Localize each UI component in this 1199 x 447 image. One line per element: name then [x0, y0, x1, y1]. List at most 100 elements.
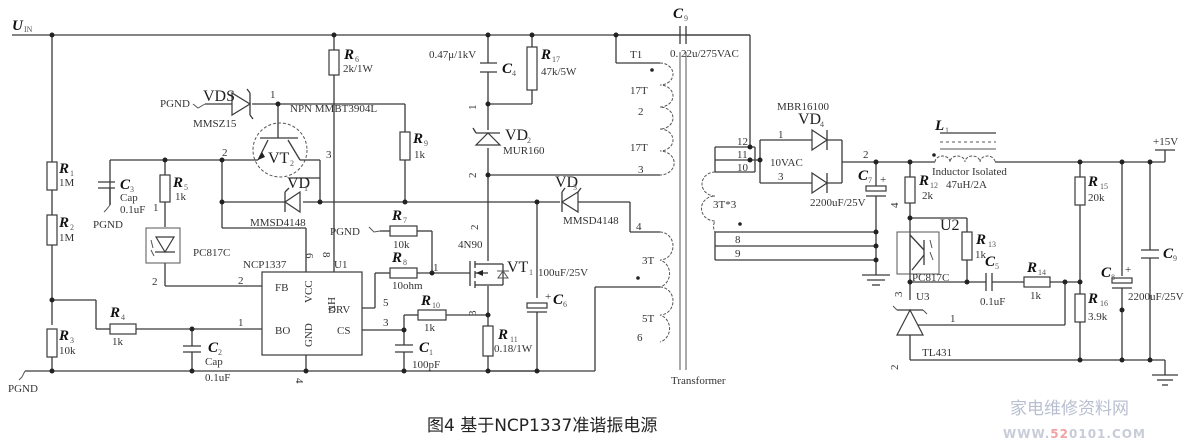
wires	[12, 34, 1166, 375]
svg-text:TL431: TL431	[922, 347, 952, 359]
svg-text:DRV: DRV	[328, 304, 350, 316]
svg-text:PC817C: PC817C	[912, 272, 949, 284]
svg-text:MUR160: MUR160	[503, 145, 545, 157]
svg-text:4: 4	[636, 221, 642, 233]
svg-text:10: 10	[737, 162, 749, 174]
svg-text:8: 8	[403, 258, 407, 267]
svg-text:1: 1	[529, 268, 533, 277]
svg-text:9: 9	[735, 248, 741, 260]
svg-text:3T: 3T	[642, 255, 655, 267]
svg-text:MMSD4148: MMSD4148	[563, 215, 619, 227]
svg-text:4: 4	[889, 202, 901, 208]
pgnd-left: PGND	[8, 370, 38, 395]
svg-text:3: 3	[467, 310, 479, 316]
svg-text:10ohm: 10ohm	[392, 280, 423, 292]
svg-text:R: R	[58, 328, 69, 344]
svg-text:3: 3	[638, 164, 644, 176]
svg-text:R: R	[1026, 260, 1037, 276]
svg-text:1: 1	[304, 184, 308, 193]
svg-text:2k/1W: 2k/1W	[343, 63, 374, 75]
svg-text:1: 1	[778, 129, 784, 141]
svg-text:2: 2	[290, 159, 294, 168]
svg-text:C: C	[673, 6, 684, 22]
svg-text:MMSD4148: MMSD4148	[250, 217, 306, 229]
svg-text:16: 16	[1100, 299, 1108, 308]
ground-symbol-secondary	[862, 274, 890, 286]
svg-text:1: 1	[238, 317, 244, 329]
svg-text:3: 3	[130, 185, 134, 194]
svg-text:14: 14	[1038, 268, 1046, 277]
svg-text:3: 3	[893, 291, 905, 297]
regulator-u3-tl431: U3 TL431 1 2	[889, 291, 956, 370]
svg-text:GND: GND	[303, 323, 315, 347]
svg-text:10: 10	[432, 301, 440, 310]
svg-text:R: R	[391, 250, 402, 266]
svg-text:0.47μ/1kV: 0.47μ/1kV	[429, 49, 476, 61]
uin-sub: IN	[24, 25, 33, 34]
svg-text:1: 1	[70, 169, 74, 178]
svg-text:2: 2	[70, 223, 74, 232]
svg-text:11: 11	[510, 335, 518, 344]
svg-text:1M: 1M	[59, 177, 75, 189]
svg-text:VDS: VDS	[203, 88, 235, 105]
svg-text:2: 2	[638, 106, 644, 118]
svg-text:3: 3	[383, 317, 389, 329]
svg-text:R: R	[172, 175, 183, 191]
svg-text:1k: 1k	[975, 249, 987, 261]
svg-text:1k: 1k	[112, 336, 124, 348]
transformer-t1: T1 17T 2 17T 3 4 3T 5T 6 3T*3 12 11 10 8…	[630, 49, 749, 387]
svg-text:0.1uF: 0.1uF	[120, 204, 145, 216]
svg-text:U2: U2	[940, 217, 960, 234]
svg-text:PGND: PGND	[93, 219, 123, 231]
svg-text:3: 3	[70, 336, 74, 345]
svg-text:C: C	[120, 177, 131, 193]
svg-text:C: C	[1163, 246, 1174, 262]
svg-text:VD: VD	[555, 174, 578, 191]
svg-text:0.18/1W: 0.18/1W	[494, 343, 533, 355]
svg-text:9: 9	[684, 14, 688, 23]
svg-text:R: R	[540, 47, 551, 63]
svg-text:2: 2	[218, 348, 222, 357]
svg-text:2200uF/25V: 2200uF/25V	[1128, 291, 1184, 303]
svg-text:VT: VT	[268, 150, 290, 167]
svg-text:2: 2	[467, 173, 479, 179]
svg-text:2: 2	[889, 365, 901, 371]
figure-caption: 图4 基于NCP1337准谐振电源	[427, 416, 657, 436]
svg-text:+: +	[880, 174, 886, 186]
svg-text:Transformer: Transformer	[671, 375, 726, 387]
ic-u1-ncp1337: NCP1337 U1 FB BO CS DRV VCC GND HV 2 1 6…	[238, 252, 389, 384]
watermark: 家电维修资料网 WWW.520101.COM	[1003, 399, 1145, 441]
diode-vd2: VD2 MUR160 1 2	[467, 105, 545, 179]
svg-text:9: 9	[424, 139, 428, 148]
svg-text:8: 8	[320, 252, 332, 258]
svg-text:T1: T1	[630, 49, 642, 61]
svg-text:PGND: PGND	[330, 226, 360, 238]
svg-text:9: 9	[1173, 254, 1177, 263]
svg-text:100pF: 100pF	[412, 359, 440, 371]
svg-text:2: 2	[152, 276, 158, 288]
svg-text:U1: U1	[334, 259, 347, 271]
svg-text:1: 1	[433, 262, 439, 274]
svg-text:R: R	[1087, 291, 1098, 307]
svg-text:VCC: VCC	[303, 280, 315, 303]
svg-text:PGND: PGND	[160, 98, 190, 110]
svg-text:2: 2	[527, 136, 531, 145]
svg-text:4N90: 4N90	[458, 239, 483, 251]
svg-text:17T: 17T	[630, 85, 648, 97]
svg-text:12: 12	[737, 136, 748, 148]
svg-text:HV: HV	[325, 297, 337, 313]
svg-text:13: 13	[988, 240, 996, 249]
output-15v: +15V	[1153, 136, 1178, 151]
svg-text:U3: U3	[916, 291, 930, 303]
svg-text:R: R	[918, 173, 929, 189]
